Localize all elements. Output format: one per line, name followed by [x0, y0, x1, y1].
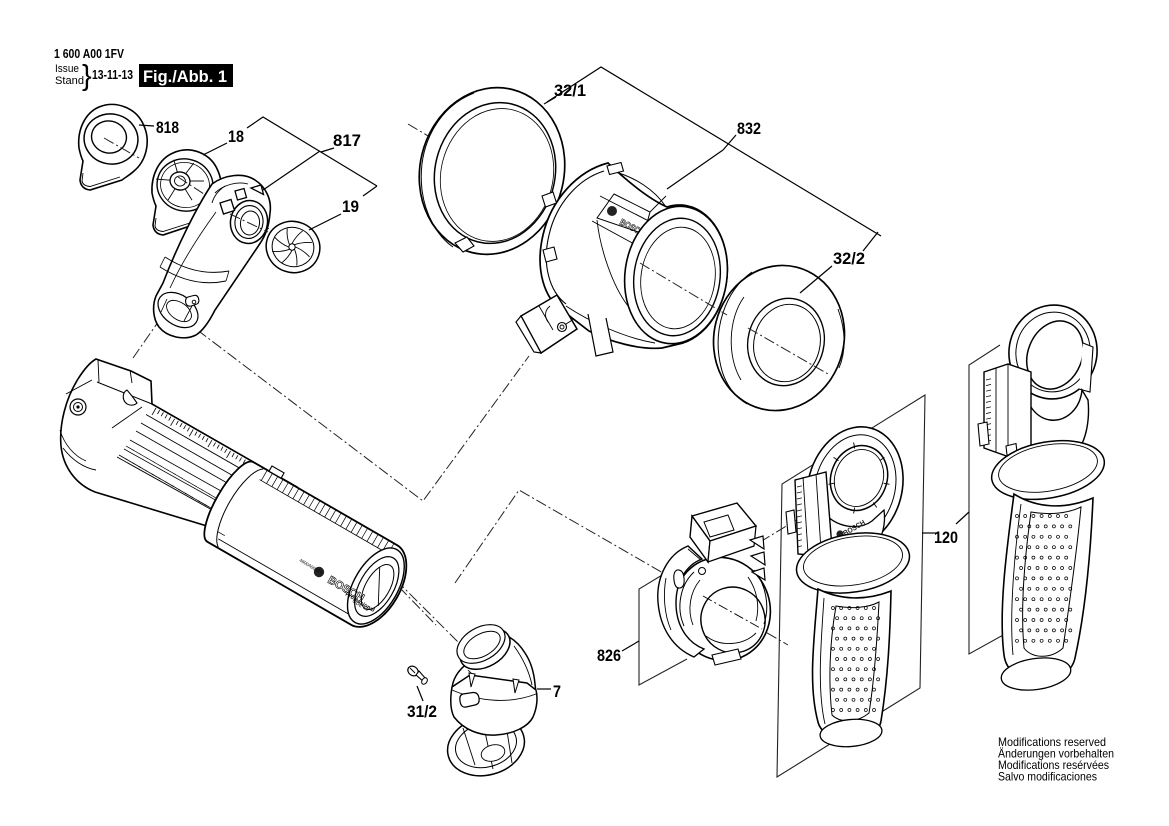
svg-text:832: 832: [737, 119, 761, 138]
svg-text:32/1: 32/1: [554, 81, 586, 100]
svg-text:32/2: 32/2: [833, 249, 865, 268]
svg-text:Salvo modificaciones: Salvo modificaciones: [998, 770, 1097, 784]
svg-text:Issue: Issue: [55, 63, 79, 75]
svg-text:Änderungen vorbehalten: Änderungen vorbehalten: [998, 747, 1114, 761]
svg-text:7: 7: [553, 682, 561, 701]
svg-text:}: }: [82, 60, 92, 92]
svg-text:Stand: Stand: [55, 75, 84, 87]
svg-text:826: 826: [597, 646, 621, 665]
svg-text:31/2: 31/2: [407, 702, 437, 721]
svg-text:13-11-13: 13-11-13: [92, 68, 133, 82]
svg-text:Modifications resérvées: Modifications resérvées: [998, 758, 1109, 772]
svg-text:817: 817: [333, 131, 361, 150]
svg-text:18: 18: [228, 127, 244, 146]
svg-text:818: 818: [156, 118, 179, 137]
svg-text:120: 120: [934, 528, 958, 547]
svg-text:Fig./Abb. 1: Fig./Abb. 1: [143, 67, 227, 86]
svg-text:19: 19: [342, 197, 359, 216]
svg-text:1 600 A00 1FV: 1 600 A00 1FV: [54, 47, 125, 61]
svg-text:Modifications reserved: Modifications reserved: [998, 735, 1106, 749]
